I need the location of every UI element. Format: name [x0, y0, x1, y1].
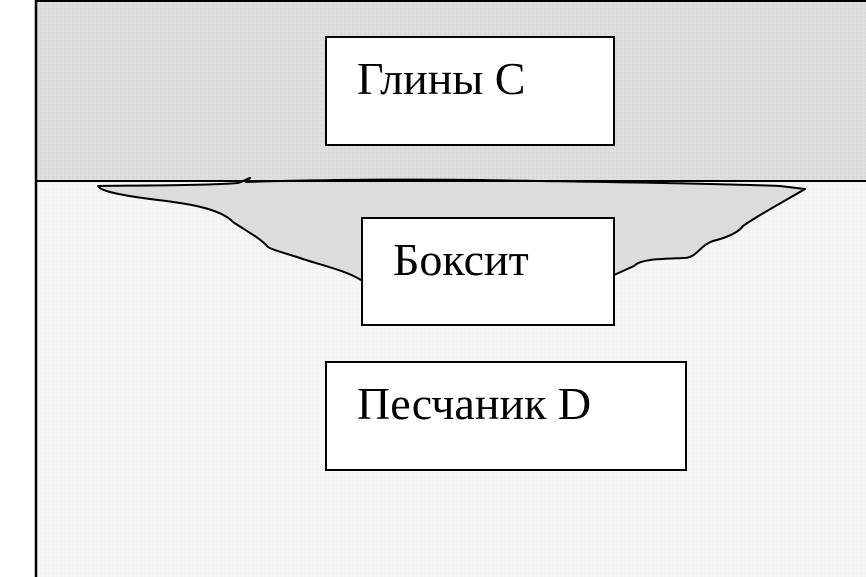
bauxite-label: Боксит: [393, 234, 529, 285]
sandstone-label: Песчаник D: [357, 378, 592, 429]
clays-label: Глины С: [357, 53, 526, 104]
bauxite-label-box: Боксит: [361, 217, 615, 326]
clays-label-box: Глины С: [325, 36, 615, 146]
sandstone-label-box: Песчаник D: [325, 361, 687, 471]
